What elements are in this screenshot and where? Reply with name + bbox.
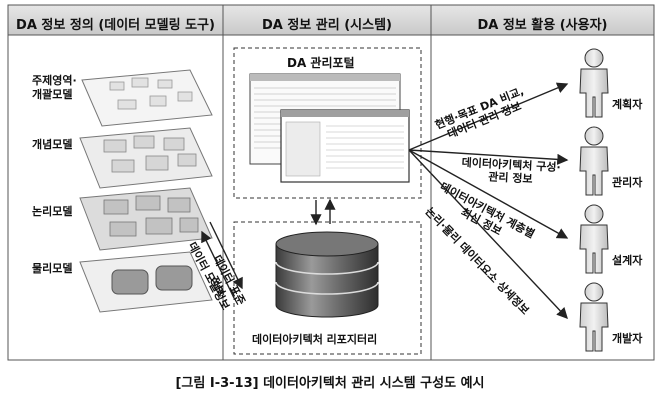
model-label-logical: 논리모델 <box>32 205 73 218</box>
user-manager-icon <box>579 126 609 196</box>
column-header-system: DA 정보 관리 (시스템) <box>261 18 393 33</box>
database-cylinder-icon <box>275 231 379 318</box>
repository-label: 데이터아키텍처 리포지터리 <box>252 333 378 346</box>
model-layer-subject <box>81 69 213 127</box>
flow-label-manage: 데이터아키텍처 구성· 관리 정보 <box>461 156 561 186</box>
user-label-developer: 개발자 <box>612 332 643 345</box>
user-label-manager: 관리자 <box>612 176 643 189</box>
portal-window-front <box>280 109 410 183</box>
model-layer-conceptual <box>79 127 213 189</box>
outer-frame <box>7 4 655 361</box>
model-layer-physical <box>79 251 213 313</box>
user-figures <box>579 48 609 352</box>
header-bar <box>7 4 655 36</box>
model-layer-stack <box>79 69 213 313</box>
portal-title: DA 관리포털 <box>287 56 355 70</box>
column-header-modeling: DA 정보 정의 (데이터 모델링 도구) <box>16 18 215 33</box>
figure-caption: [그림 Ⅰ-3-13] 데이터아키텍처 관리 시스템 구성도 예시 <box>175 376 485 391</box>
user-label-designer: 설계자 <box>612 254 643 267</box>
column-header-usage: DA 정보 활용 (사용자) <box>477 18 608 33</box>
user-label-planner: 계획자 <box>612 98 643 111</box>
flow-arrows <box>408 82 569 320</box>
model-label-subject: 주제영역· 개괄모델 <box>32 74 77 101</box>
user-developer-icon <box>579 282 609 352</box>
model-label-physical: 물리모델 <box>32 262 73 275</box>
user-designer-icon <box>579 204 609 274</box>
portal-frame <box>233 47 422 199</box>
exchange-arrow-to-repo <box>209 221 243 290</box>
model-label-conceptual: 개념모델 <box>32 138 73 151</box>
model-layer-logical <box>79 187 213 251</box>
exchange-arrow-to-tool <box>201 230 235 299</box>
user-planner-icon <box>579 48 609 118</box>
repository-frame <box>233 221 422 355</box>
